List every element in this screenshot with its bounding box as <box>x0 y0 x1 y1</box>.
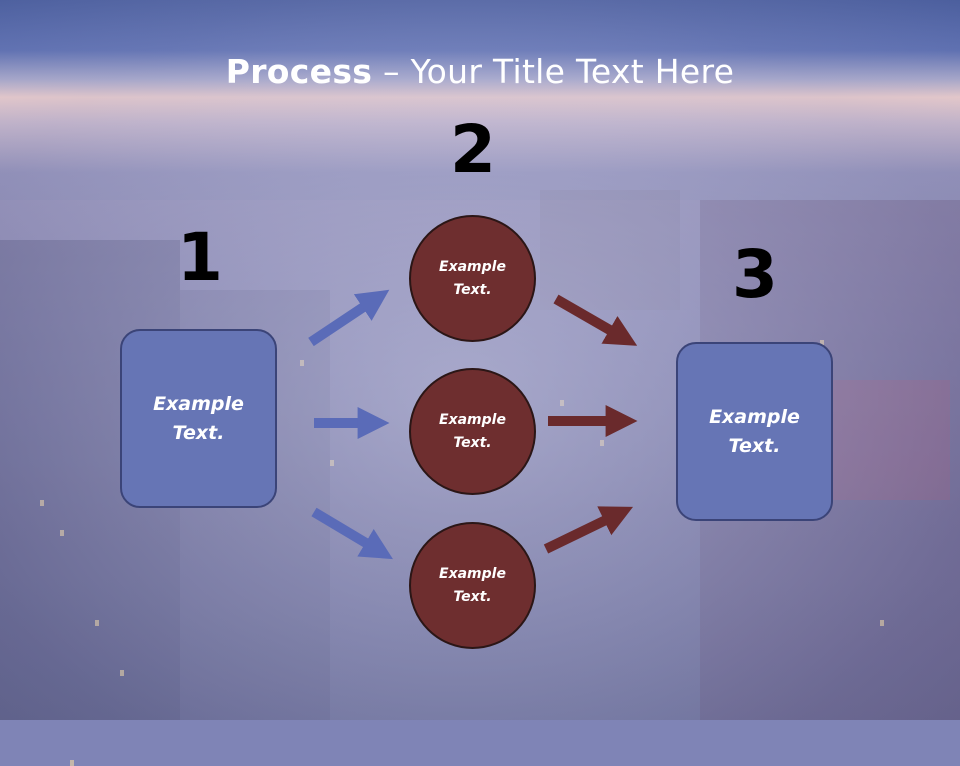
slide-title: Process – Your Title Text Here <box>0 52 960 91</box>
arrow-left-to-bottom <box>311 507 393 560</box>
arrows-layer <box>308 289 638 560</box>
arrow-top-to-right <box>553 294 638 346</box>
circle-middle-line-2: Text. <box>453 434 492 451</box>
arrow-bottom-to-right <box>543 506 634 554</box>
right-box-line-2: Text. <box>728 434 781 457</box>
step-number-1: 1 <box>177 219 223 296</box>
circle-top-line-2: Text. <box>453 281 492 298</box>
title-bold: Process <box>225 52 373 91</box>
circle-bottom-line-2: Text. <box>453 588 492 605</box>
circle-middle: Example Text. <box>409 368 536 495</box>
circle-bottom-line-1: Example <box>439 565 506 582</box>
circle-bottom: Example Text. <box>409 522 536 649</box>
left-box-line-2: Text. <box>172 421 225 444</box>
circle-top-line-1: Example <box>439 258 506 275</box>
right-box: Example Text. <box>676 342 833 521</box>
circle-top: Example Text. <box>409 215 536 342</box>
left-box-line-1: Example <box>153 392 244 415</box>
right-box-line-1: Example <box>709 405 800 428</box>
title-rest: – Your Title Text Here <box>372 52 735 91</box>
circle-middle-line-1: Example <box>439 411 506 428</box>
arrow-left-to-top <box>308 289 390 347</box>
step-number-3: 3 <box>732 236 778 313</box>
step-number-2: 2 <box>450 111 496 188</box>
left-box: Example Text. <box>120 329 277 508</box>
